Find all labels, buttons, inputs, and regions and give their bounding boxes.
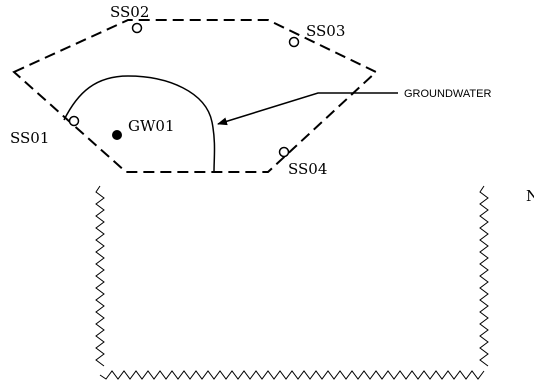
sample-marker-ss01 xyxy=(68,115,80,127)
break-line-right xyxy=(479,185,489,367)
sample-label-ss03: SS03 xyxy=(306,22,345,40)
groundwater-plume xyxy=(63,75,216,173)
sample-marker-ss02 xyxy=(131,22,143,34)
cut-off-legend-text: N xyxy=(526,187,534,205)
groundwater-callout-label: GROUNDWATER xyxy=(404,88,491,100)
sample-marker-ss03 xyxy=(288,36,300,48)
sample-label-ss04: SS04 xyxy=(288,160,327,178)
well-marker-gw01 xyxy=(112,130,122,140)
break-line-bottom xyxy=(99,370,485,380)
site-boundary xyxy=(12,19,378,173)
sample-label-ss01: SS01 xyxy=(10,129,49,147)
sample-marker-ss04 xyxy=(278,146,290,158)
break-line-left xyxy=(95,185,105,367)
groundwater-callout-leader xyxy=(217,92,398,126)
well-label-gw01: GW01 xyxy=(128,117,175,135)
sample-label-ss02: SS02 xyxy=(110,3,149,21)
